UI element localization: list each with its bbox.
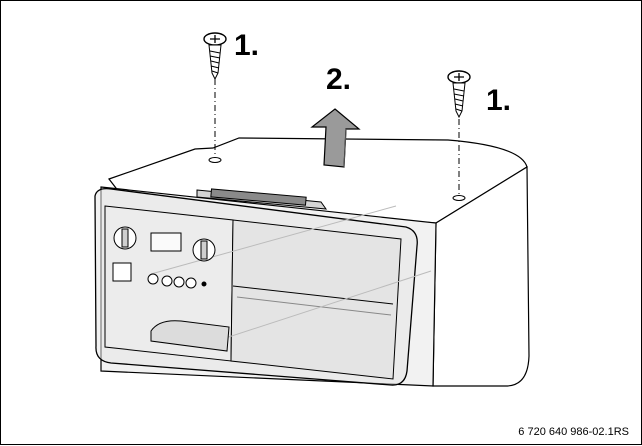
button-icon: [147, 273, 159, 285]
screw-hole-right: [452, 195, 466, 201]
lift-arrow-icon: [310, 108, 361, 168]
button-icon: [112, 262, 132, 282]
button-icon: [185, 277, 197, 289]
step-2-label: 2.: [326, 63, 352, 96]
flap-divider: [232, 285, 394, 305]
screw-hole-left: [208, 157, 222, 163]
screw-icon: [447, 70, 471, 119]
display-icon: [150, 232, 182, 252]
step-1-label-left: 1.: [234, 29, 260, 62]
handle-grip: [210, 188, 307, 206]
figure-number: 6 720 640 986-02.1RS: [518, 426, 629, 438]
step-1-label-right: 1.: [486, 84, 512, 117]
button-icon: [161, 275, 173, 287]
button-icon: [173, 276, 185, 288]
housing-right-side: [432, 165, 530, 387]
control-fascia-right: [230, 219, 402, 380]
screw-icon: [203, 32, 227, 81]
cover-bottom-notch: [150, 320, 230, 352]
